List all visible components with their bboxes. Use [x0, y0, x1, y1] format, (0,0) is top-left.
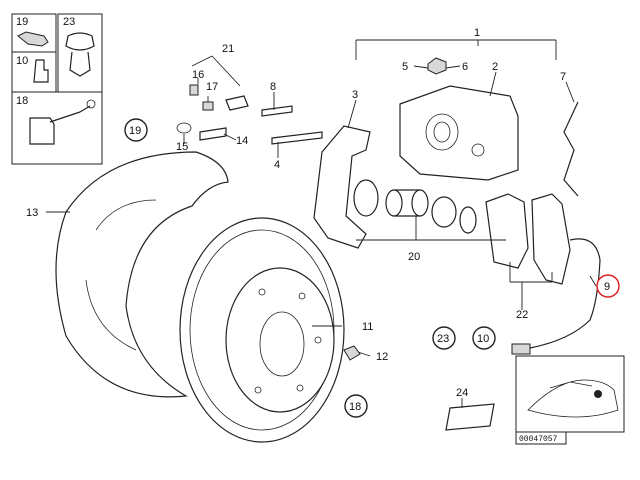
brake-disc-11 [179, 217, 345, 443]
callout-4: 4 [274, 159, 280, 171]
bolt-14 [199, 127, 227, 141]
diagram-code: 00047057 [519, 435, 558, 444]
circled-ref-9-highlighted[interactable]: 9 [596, 274, 620, 298]
bolt-16 [189, 84, 199, 96]
callout-7: 7 [560, 71, 566, 83]
callout-3: 3 [352, 89, 358, 101]
callout-13: 13 [26, 207, 38, 219]
guide-pin-4 [271, 131, 323, 145]
circled-ref-18[interactable]: 18 [344, 394, 368, 418]
callout-20: 20 [408, 251, 420, 263]
callout-16: 16 [192, 69, 204, 81]
piston-seals-20 [353, 179, 477, 234]
washer-15 [176, 122, 192, 134]
part-group-bolts [176, 84, 361, 361]
svg-text:9: 9 [604, 281, 610, 293]
caliper-carrier-3 [313, 125, 371, 249]
wear-sensor-9 [511, 238, 601, 355]
circled-ref-19[interactable]: 19 [124, 118, 148, 142]
sleeve-21 [225, 95, 249, 111]
inset-label-18: 18 [16, 95, 28, 107]
callout-numbers: 1 2 3 4 5 6 7 8 11 12 13 14 15 16 17 20 … [26, 27, 566, 399]
inset-label-23: 23 [63, 16, 75, 28]
inset-box-18[interactable]: 18 [11, 91, 103, 165]
inset-box-10[interactable]: 10 [11, 51, 57, 93]
clip-part-10 [33, 59, 49, 83]
callout-12: 12 [376, 351, 388, 363]
leader-lines [46, 39, 597, 408]
svg-text:10: 10 [477, 333, 489, 345]
location-dot [594, 390, 602, 398]
callout-2: 2 [492, 61, 498, 73]
svg-text:23: 23 [437, 333, 449, 345]
callout-6: 6 [462, 61, 468, 73]
sensor-connector [511, 343, 531, 355]
callout-11: 11 [362, 321, 373, 333]
inset-box-23[interactable]: 23 [57, 13, 103, 93]
callout-21: 21 [222, 43, 234, 55]
cap-12 [343, 345, 361, 361]
svg-text:19: 19 [129, 125, 141, 137]
callout-24: 24 [456, 387, 468, 399]
callout-5: 5 [402, 61, 408, 73]
bleed-screw-6 [427, 57, 447, 75]
inset-label-10: 10 [16, 55, 28, 67]
guide-pin-8 [261, 105, 293, 117]
callout-15: 15 [176, 141, 188, 153]
callout-22: 22 [516, 309, 528, 321]
cap-17 [202, 101, 214, 111]
inset-label-19: 19 [16, 16, 28, 28]
brake-shield-13 [55, 151, 229, 398]
brake-pads-22 [485, 193, 571, 285]
vehicle-location-inset: 00047057 [515, 355, 625, 445]
grease-packet-24 [445, 403, 495, 431]
inset-box-19[interactable]: 19 [11, 13, 57, 53]
caliper-housing-2 [399, 57, 519, 181]
callout-8: 8 [270, 81, 276, 93]
clip-part-19 [17, 31, 49, 47]
spring-clip-7 [563, 101, 579, 197]
callout-1: 1 [474, 27, 480, 39]
callout-17: 17 [206, 81, 218, 93]
clip-part-23 [65, 32, 95, 77]
circled-ref-10[interactable]: 10 [472, 326, 496, 350]
callout-14: 14 [236, 135, 248, 147]
svg-text:18: 18 [349, 401, 361, 413]
circled-ref-23[interactable]: 23 [432, 326, 456, 350]
